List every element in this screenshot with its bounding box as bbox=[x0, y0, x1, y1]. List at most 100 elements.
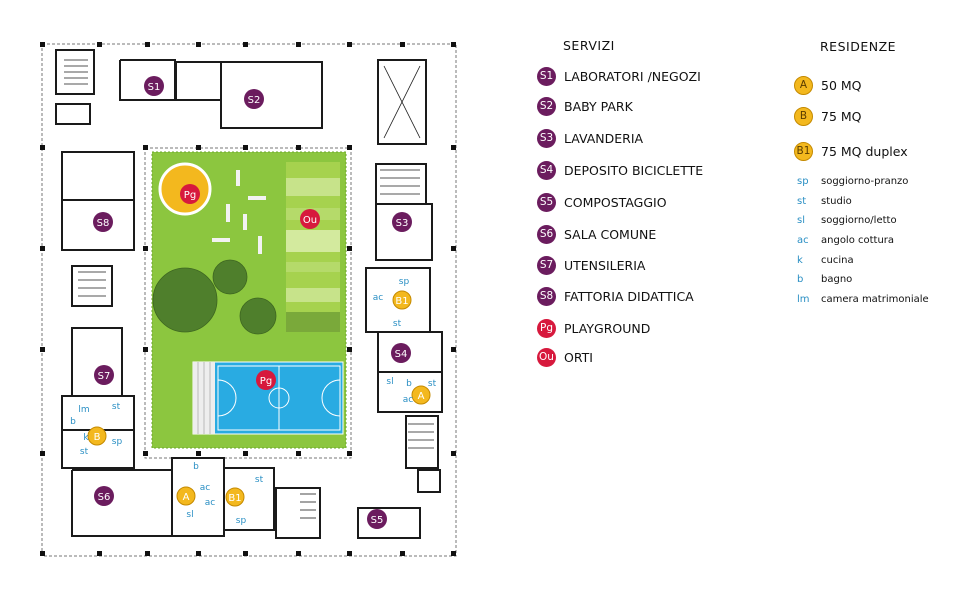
abbreviation-lm: lm camera matrimoniale bbox=[797, 291, 929, 307]
outdoor-marker-ou-2: Ou bbox=[300, 209, 320, 229]
unit-marker-b1-4-circle bbox=[225, 487, 245, 507]
legend-label: PLAYGROUND bbox=[564, 320, 651, 336]
unit-marker-b1-0-circle bbox=[392, 290, 412, 310]
legend-label: BABY PARK bbox=[564, 98, 633, 114]
service-marker-s3-circle bbox=[392, 212, 412, 232]
unit-marker-a-1-label: A bbox=[418, 391, 425, 402]
abbreviation-key: sl bbox=[797, 214, 805, 226]
legend-badge: S3 bbox=[537, 128, 556, 148]
room-label: sl bbox=[386, 377, 393, 387]
abbreviation-value: bagno bbox=[821, 273, 853, 285]
room-label: st bbox=[393, 319, 402, 329]
service-marker-s5: S5 bbox=[367, 509, 387, 529]
service-marker-s4: S4 bbox=[391, 343, 411, 363]
room-label: ac bbox=[373, 293, 384, 303]
room-label: sl bbox=[186, 510, 193, 520]
service-marker-s6-label: S6 bbox=[98, 492, 111, 503]
legend-badge: S1 bbox=[537, 66, 556, 86]
unit-marker-a-3-label: A bbox=[183, 492, 190, 503]
legend-label: FATTORIA DIDATTICA bbox=[564, 288, 694, 304]
room-label: sp bbox=[236, 516, 247, 526]
legend-item-s1: S1 LABORATORI /NEGOZI bbox=[537, 66, 701, 86]
abbreviation-value: soggiorno/letto bbox=[821, 214, 897, 226]
abbreviation-key: k bbox=[797, 254, 803, 266]
outdoor-marker-pg-1: Pg bbox=[256, 370, 276, 390]
room-label: st bbox=[112, 402, 121, 412]
legend-badge: Ou bbox=[537, 347, 556, 367]
legend-label: DEPOSITO BICICLETTE bbox=[564, 162, 704, 178]
service-marker-s5-circle bbox=[367, 509, 387, 529]
outdoor-marker-pg-0: Pg bbox=[180, 184, 200, 204]
play-elements bbox=[212, 170, 266, 254]
legend-badge: S5 bbox=[537, 192, 556, 212]
legend-label: ORTI bbox=[564, 349, 593, 365]
service-marker-s7-label: S7 bbox=[98, 371, 111, 382]
room-label: st bbox=[428, 379, 437, 389]
legend-label: UTENSILERIA bbox=[564, 257, 646, 273]
abbreviation-sp: sp soggiorno-pranzo bbox=[797, 173, 908, 189]
site-boundary bbox=[41, 43, 457, 557]
abbreviation-key: sp bbox=[797, 175, 809, 187]
legend-badge: S4 bbox=[537, 160, 556, 180]
abbreviation-key: b bbox=[797, 273, 804, 285]
service-marker-s7-circle bbox=[94, 365, 114, 385]
legend-item-s3: S3 LAVANDERIA bbox=[537, 128, 643, 148]
pillars bbox=[40, 42, 456, 556]
service-marker-s7: S7 bbox=[94, 365, 114, 385]
service-marker-s4-circle bbox=[391, 343, 411, 363]
legend-badge: S8 bbox=[537, 286, 556, 306]
service-marker-s2: S2 bbox=[244, 89, 264, 109]
abbreviation-key: lm bbox=[797, 293, 810, 305]
servizi-title: SERVIZI bbox=[563, 38, 615, 53]
legend-label: LABORATORI /NEGOZI bbox=[564, 68, 701, 84]
abbreviation-value: studio bbox=[821, 195, 852, 207]
unit-marker-b-2: B bbox=[87, 426, 107, 446]
abbreviation-b: b bagno bbox=[797, 271, 852, 287]
service-marker-s8-circle bbox=[93, 212, 113, 232]
service-marker-s2-circle bbox=[244, 89, 264, 109]
legend-item-s4: S4 DEPOSITO BICICLETTE bbox=[537, 160, 703, 180]
room-label: st bbox=[80, 447, 89, 457]
unit-marker-b-2-label: B bbox=[94, 432, 101, 443]
unit-marker-a-1: A bbox=[411, 385, 431, 405]
service-marker-s6-circle bbox=[94, 486, 114, 506]
service-marker-s6: S6 bbox=[94, 486, 114, 506]
legend-label: 50 MQ bbox=[821, 77, 862, 93]
service-marker-s4-label: S4 bbox=[395, 349, 408, 360]
unit-marker-b1-0-label: B1 bbox=[395, 296, 408, 307]
legend-item-ou: Ou ORTI bbox=[537, 347, 593, 367]
legend-item-s7: S7 UTENSILERIA bbox=[537, 255, 645, 275]
outdoor-marker-pg-0-circle bbox=[180, 184, 200, 204]
abbreviation-key: st bbox=[797, 195, 807, 207]
outdoor-marker-pg-1-label: Pg bbox=[260, 376, 272, 387]
abbreviation-value: camera matrimoniale bbox=[821, 293, 929, 305]
service-marker-s3-label: S3 bbox=[396, 218, 409, 229]
unit-marker-b1-0: B1 bbox=[392, 290, 412, 310]
unit-marker-a-3: A bbox=[176, 486, 196, 506]
residenze-title: RESIDENZE bbox=[820, 39, 897, 54]
legend-label: LAVANDERIA bbox=[564, 130, 644, 146]
legend-label: 75 MQ duplex bbox=[821, 143, 908, 159]
legend-item-s8: S8 FATTORIA DIDATTICA bbox=[537, 286, 694, 306]
legend-label: 75 MQ bbox=[821, 108, 862, 124]
legend-badge: S7 bbox=[537, 255, 556, 275]
room-label: b bbox=[70, 417, 76, 427]
unit-marker-a-1-circle bbox=[411, 385, 431, 405]
room-label: lm bbox=[78, 405, 89, 415]
room-label: b bbox=[406, 379, 412, 389]
outdoor-marker-pg-0-label: Pg bbox=[184, 190, 196, 201]
abbreviation-sl: sl soggiorno/letto bbox=[797, 212, 897, 228]
outdoor-marker-ou-2-circle bbox=[300, 209, 320, 229]
abbreviation-value: soggiorno-pranzo bbox=[821, 175, 909, 187]
room-label: ac bbox=[205, 498, 216, 508]
service-marker-s1-label: S1 bbox=[148, 82, 161, 93]
service-marker-s5-label: S5 bbox=[371, 515, 384, 526]
